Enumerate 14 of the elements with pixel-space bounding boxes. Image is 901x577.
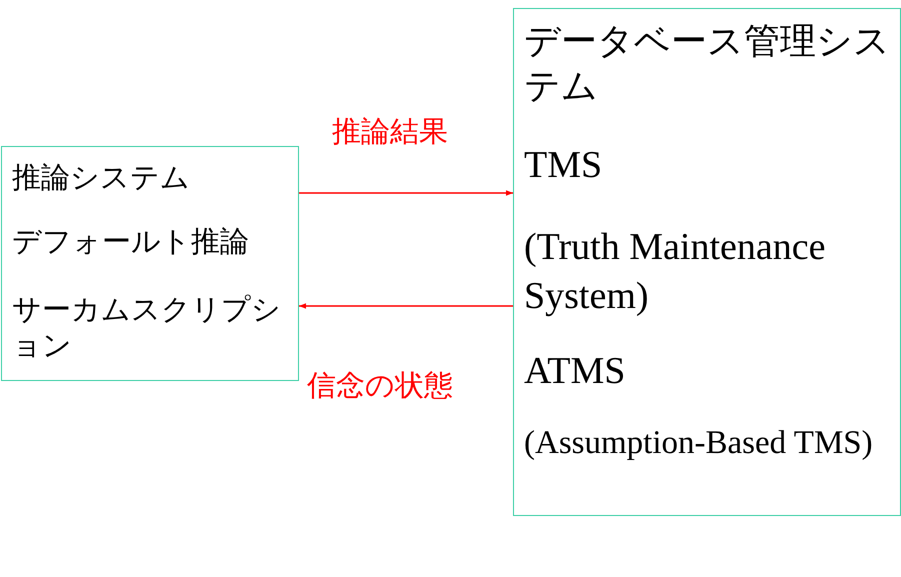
edge-label: 信念の状態: [307, 370, 453, 402]
item-text: (Assumption-Based TMS): [524, 424, 874, 463]
arrow: [299, 303, 513, 309]
item-text: 推論システム: [12, 159, 191, 196]
database-system-box: [513, 8, 901, 516]
arrow: [299, 190, 513, 196]
item-text: TMS: [524, 145, 604, 187]
edge-label: 推論結果: [332, 116, 448, 148]
item-text: ATMS: [524, 351, 626, 393]
item-text: サーカムスクリプション: [12, 291, 282, 364]
inference-system-box: [1, 146, 299, 381]
item-text: (Truth Maintenance System): [524, 225, 826, 320]
item-text: データベース管理システム: [524, 20, 891, 109]
item-text: デフォールト推論: [12, 223, 250, 260]
